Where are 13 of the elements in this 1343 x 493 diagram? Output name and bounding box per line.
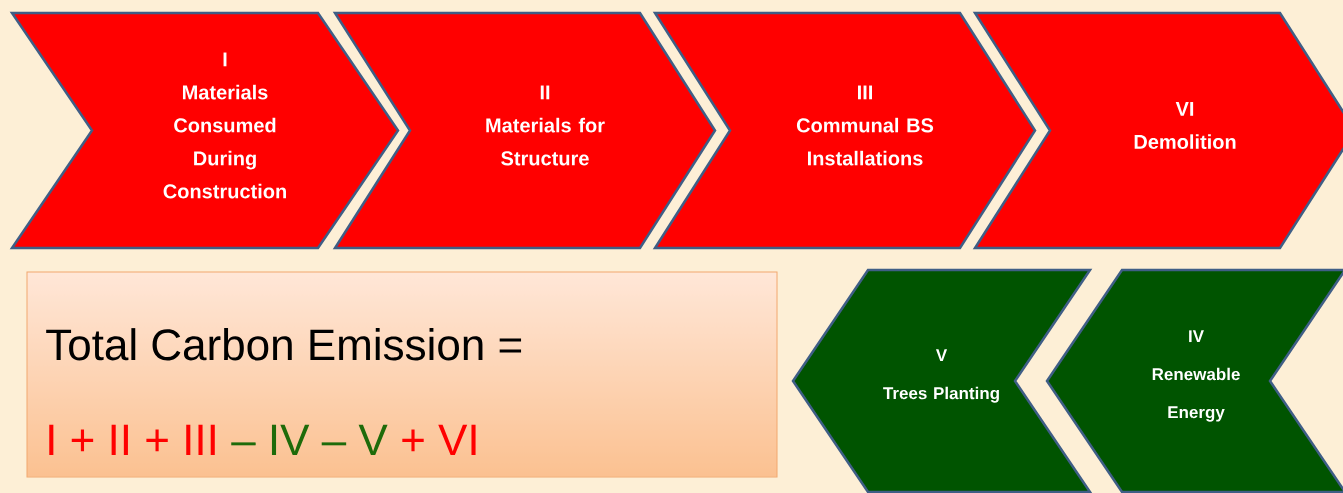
stage-panel: II Materials for Structure <box>332 11 717 250</box>
stage-panel: IV Renewable Energy <box>1045 268 1343 493</box>
stage-panel: VI Demolition <box>972 11 1343 250</box>
node-label: V <box>935 349 948 362</box>
node-label: Demolition <box>1134 134 1236 149</box>
stage-panel: I Materials Consumed During Construction <box>9 11 400 250</box>
stage-panel: III Communal BS Installations <box>652 11 1037 250</box>
node-label: Renewable Energy <box>1152 367 1240 422</box>
node-label: VI <box>1175 102 1194 116</box>
node-label: IV <box>1189 330 1204 343</box>
node-label: Trees Planting <box>883 386 999 403</box>
formula-box: Total Carbon Emission = I + II + III – IV – V + VI <box>26 271 778 478</box>
stage-panel: V Trees Planting <box>791 268 1093 493</box>
